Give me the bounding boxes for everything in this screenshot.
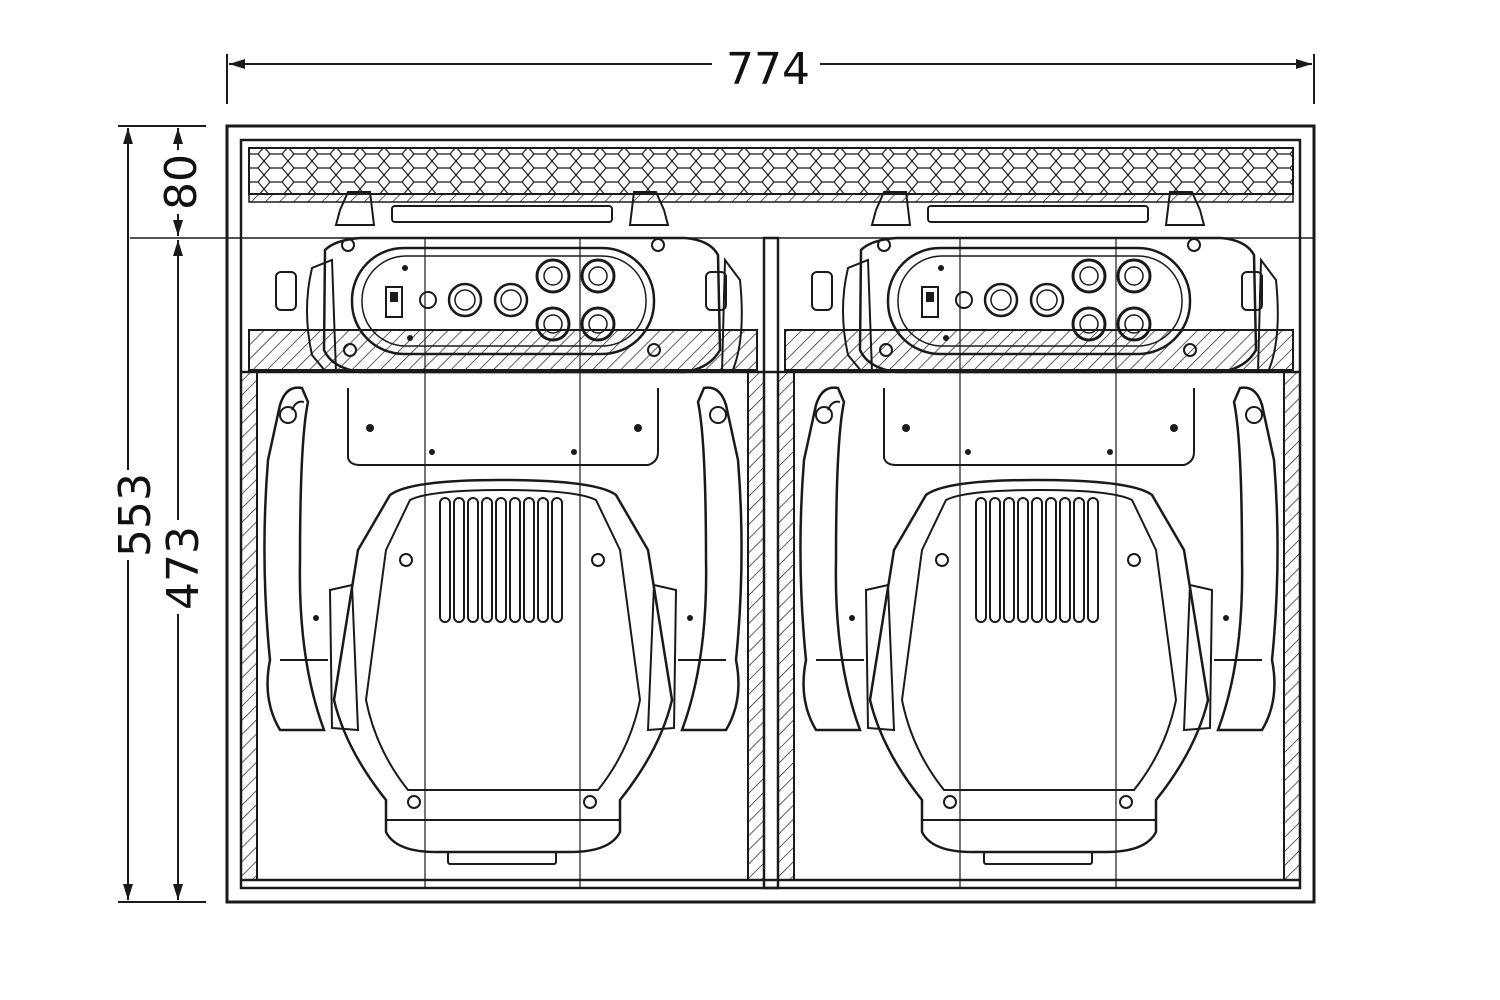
foam-lid-strip: [248, 193, 1294, 203]
dimension-label-overall-height: 553: [110, 473, 161, 557]
honeycomb-foam-strip: [248, 147, 1294, 195]
dimension-label-inner-height: 473: [158, 526, 209, 610]
moving-head-fixture-right: [798, 190, 1280, 866]
case-inner-frame: [239, 138, 1302, 890]
wall-right-outer: [1283, 371, 1301, 881]
wall-left-outer: [240, 371, 258, 881]
dimension-top-section: 80: [156, 128, 207, 236]
dimension-inner-height: 473: [158, 240, 209, 900]
dimension-overall-height: 553: [110, 125, 206, 903]
moving-head-fixture-left: [262, 190, 744, 866]
wall-right-inner: [777, 371, 795, 881]
center-divider: [762, 236, 780, 890]
case-outer-frame: [225, 124, 1316, 904]
dimension-label-width: 774: [726, 44, 810, 95]
wall-left-inner: [747, 371, 765, 881]
dimension-width: 774: [226, 44, 1315, 104]
dimension-label-top-section: 80: [156, 154, 207, 210]
